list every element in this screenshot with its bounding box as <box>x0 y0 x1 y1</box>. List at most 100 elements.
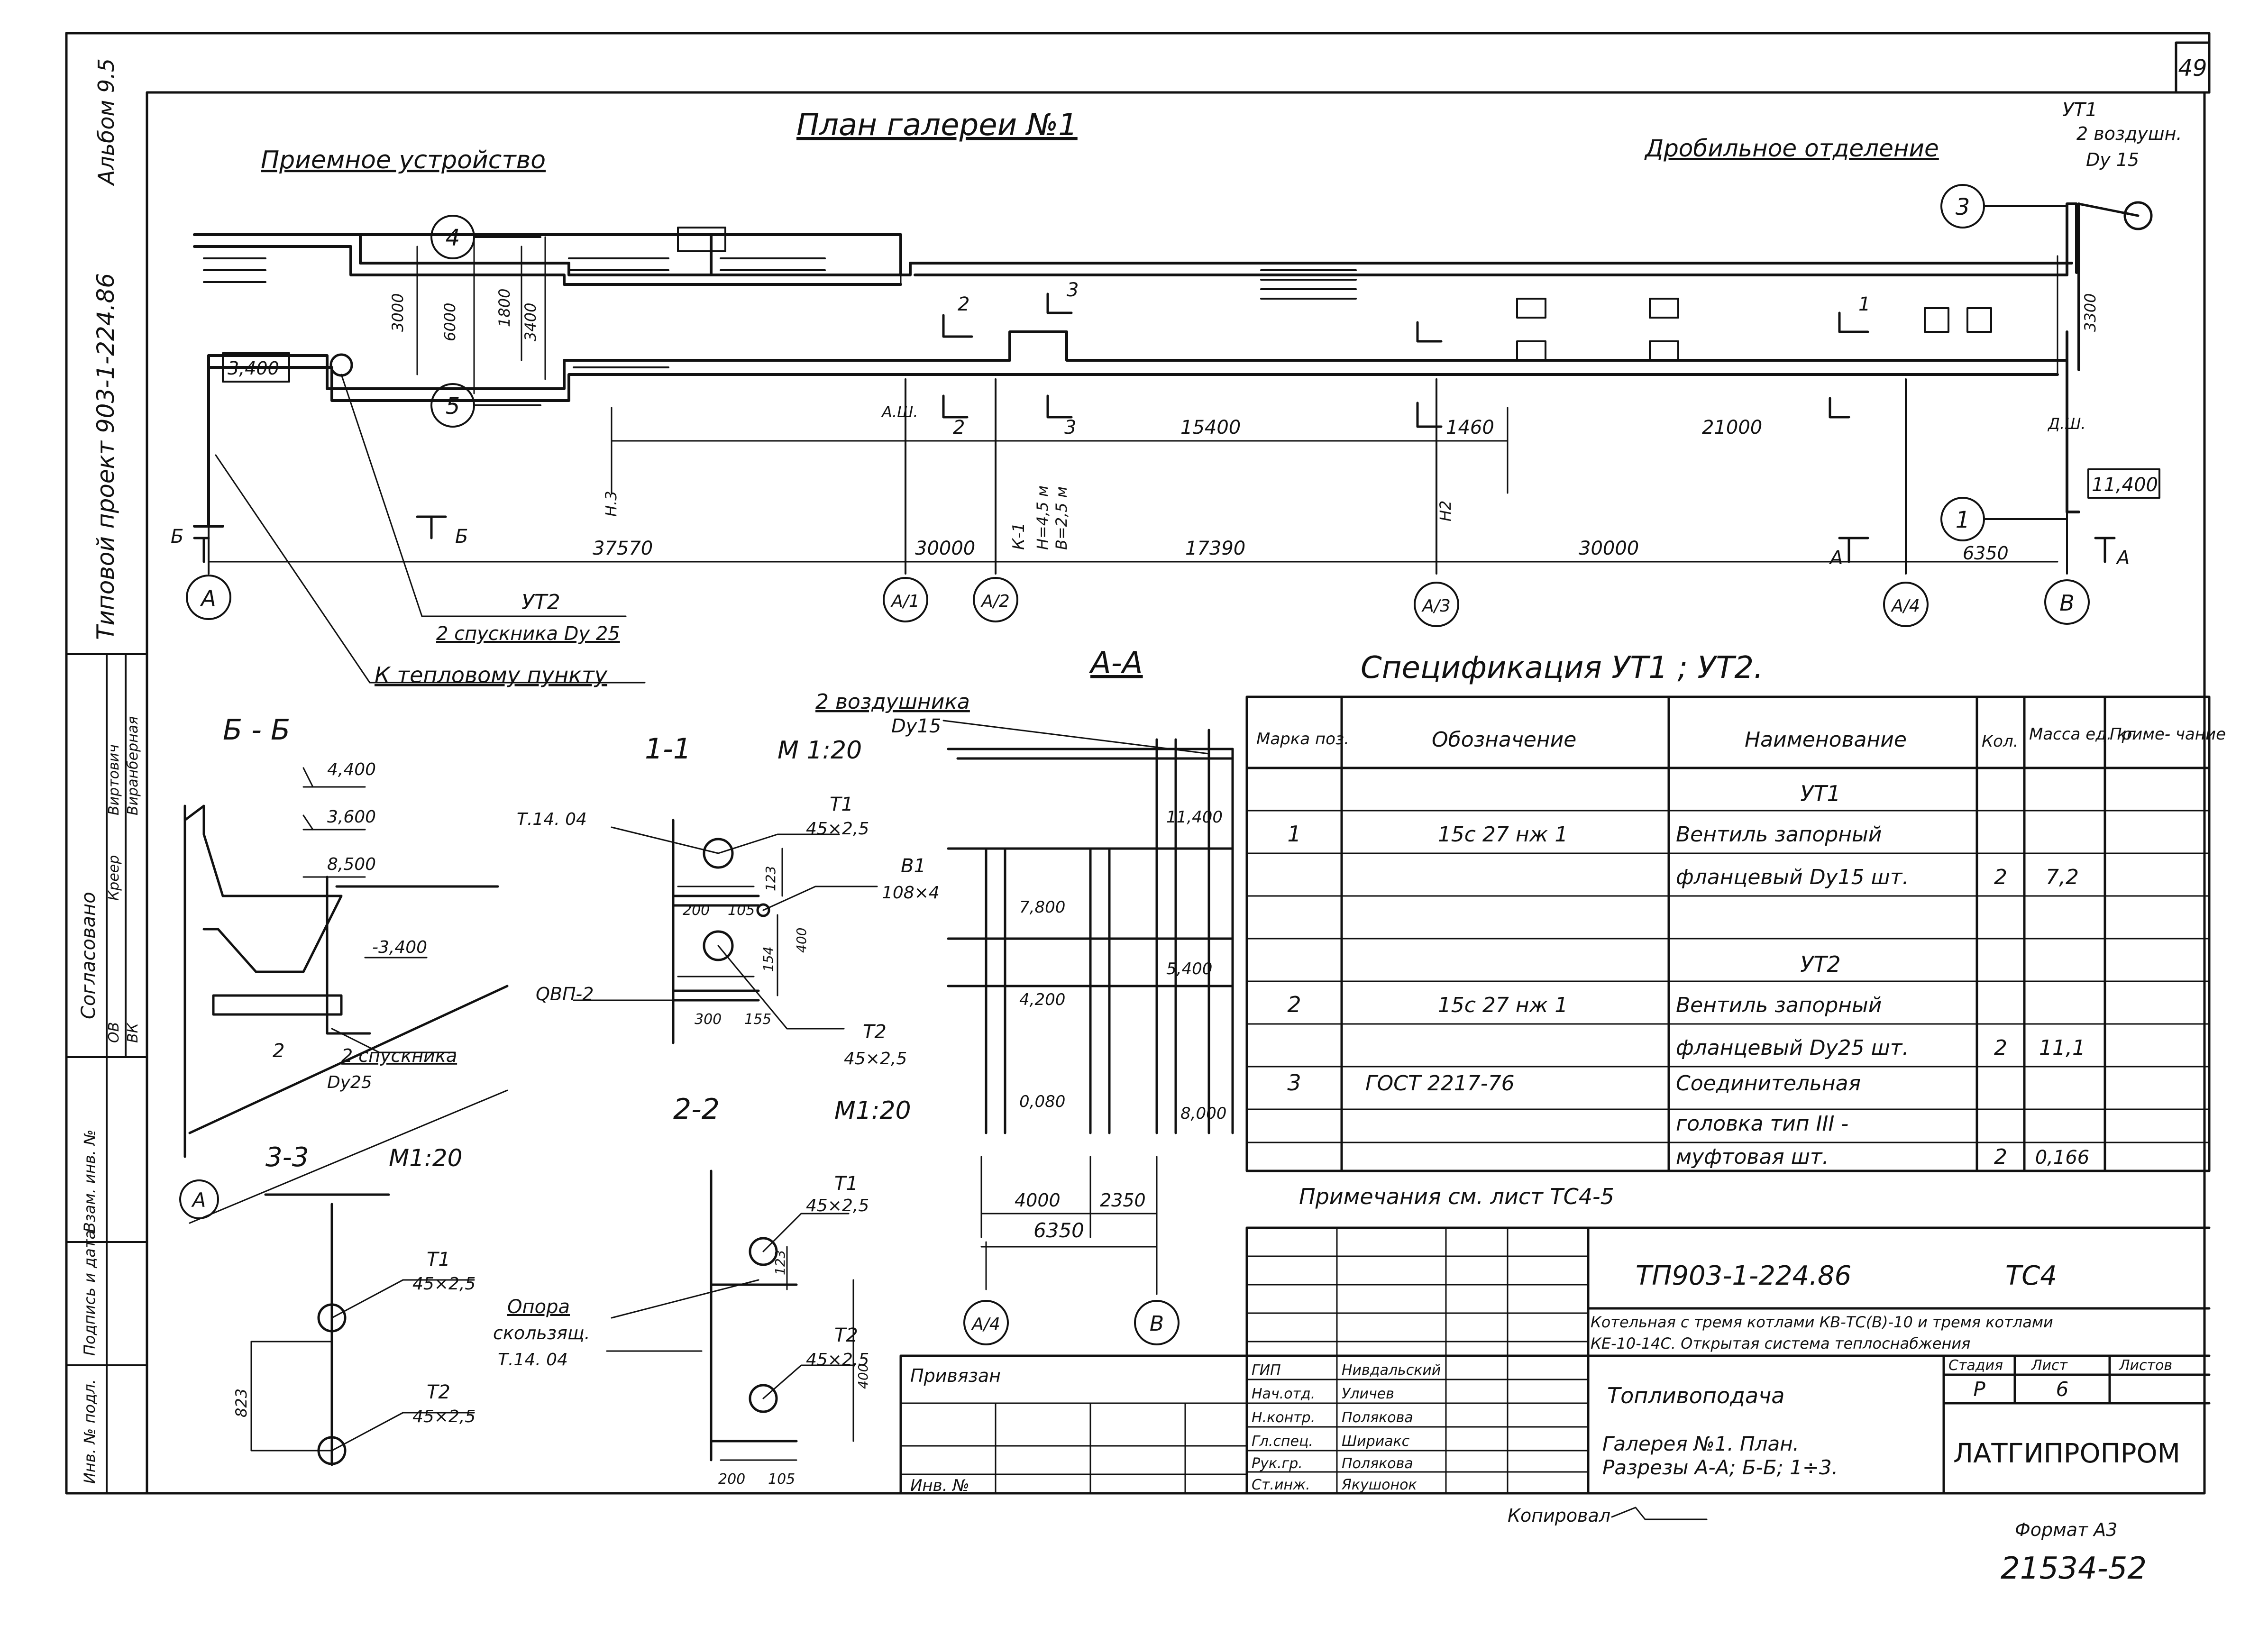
inv-orig-label: Инв. № подл. <box>81 1379 99 1484</box>
s11-t2: Т2 <box>863 1021 887 1043</box>
spec-note: Примечания см. лист ТС4-5 <box>1299 1184 1614 1209</box>
section-22-scale: М1:20 <box>834 1096 911 1125</box>
sheet-frame <box>65 32 2211 1495</box>
level-left-box <box>222 352 290 383</box>
section-33-title: 3-3 <box>265 1142 309 1173</box>
aa-level-4: 4,200 <box>1019 990 1065 1009</box>
s22-dim-200: 200 <box>718 1471 745 1488</box>
spec-r2-mass: 11,1 <box>2039 1036 2085 1060</box>
aa-level-6: 8,000 <box>1180 1104 1226 1123</box>
strip-code-2: ВК <box>125 1022 141 1043</box>
sign-date-label: Подпись и дата <box>81 1230 99 1356</box>
aa-dim-6350: 6350 <box>1033 1219 1084 1242</box>
section-11: 1-1 М 1:20 Т.14. 04 Т1 45×2,5 В1 108×4 Т… <box>517 732 940 1069</box>
h3-label: Н.3 <box>602 491 620 517</box>
ut1-label: УТ1 <box>2062 99 2097 121</box>
bb-level-2: 3,600 <box>327 807 376 827</box>
tb-role-3: Н.контр. <box>1252 1409 1315 1426</box>
agreed-label: Согласовано <box>78 892 100 1019</box>
bb-note-2: 2 <box>273 1040 284 1062</box>
section-22: 2-2 М1:20 Т1 45×2,5 Т2 45×2,5 Опора скол… <box>493 1093 911 1488</box>
s11-dim-400: 400 <box>794 928 809 953</box>
sheet-number: 49 <box>2178 55 2207 82</box>
plan-title: План галереи №1 <box>796 108 1078 143</box>
section-aa-title: А-А <box>1088 646 1143 681</box>
s22-t1: Т1 <box>834 1173 858 1195</box>
dim-17390: 17390 <box>1185 538 1245 559</box>
s22-support-code: Т.14. 04 <box>498 1350 568 1370</box>
spec-r2-des: 15с 27 нж 1 <box>1438 993 1568 1017</box>
tb-name-4: Шириакс <box>1342 1433 1410 1450</box>
section-22-title: 2-2 <box>673 1093 720 1126</box>
tb-role-1: ГИП <box>1252 1362 1281 1379</box>
s33-t1-size: 45×2,5 <box>412 1274 476 1294</box>
sec-mark-b1: Б <box>171 526 183 548</box>
s11-dim-200: 200 <box>683 902 710 919</box>
spec-r1-mark: 1 <box>1287 821 1301 847</box>
stamp-number: 21534-52 <box>2001 1551 2147 1586</box>
project-label: Типовой проект 903-1-224.86 <box>92 273 119 640</box>
sec-mark-3a: 3 <box>1067 279 1079 301</box>
aa-axis-a4: А/4 <box>971 1315 1000 1334</box>
tb-role-2: Нач.отд. <box>1252 1386 1315 1402</box>
dim-small-1800: 1800 <box>495 289 513 327</box>
tb-role-6: Ст.инж. <box>1252 1477 1310 1493</box>
specification: Спецификация УТ1 ; УТ2. Марка поз. Обозн… <box>1245 650 2226 1209</box>
heat-point-label: К тепловому пункту <box>375 662 608 688</box>
sec-mark-2a: 2 <box>958 293 969 315</box>
s22-t1-size: 45×2,5 <box>806 1196 869 1215</box>
spec-r2-mark: 2 <box>1287 992 1301 1017</box>
dim-6350: 6350 <box>1963 543 2009 564</box>
dim-21000: 21000 <box>1702 417 1762 438</box>
copied-label: Копировал <box>1508 1505 1610 1526</box>
tb-name-5: Полякова <box>1342 1455 1413 1472</box>
aa-dim-4000: 4000 <box>1015 1190 1061 1211</box>
level-right: 11,400 <box>2092 474 2158 496</box>
dim-30000-a: 30000 <box>915 538 975 559</box>
axis-a: А <box>200 585 216 611</box>
s11-b1: В1 <box>901 855 926 877</box>
tb-inv-label: Инв. № <box>910 1476 969 1495</box>
spec-r1-name1: Вентиль запорный <box>1676 822 1882 847</box>
sec-mark-2b: 2 <box>953 417 965 438</box>
k1-b: В=2,5 м <box>1052 486 1070 550</box>
axis-a1: А/1 <box>890 592 920 611</box>
dim-37570: 37570 <box>593 538 653 559</box>
section-11-scale: М 1:20 <box>777 736 862 765</box>
axis-v: В <box>2059 590 2075 616</box>
spec-r3-des: ГОСТ 2217-76 <box>1365 1071 1515 1096</box>
tb-desc-1: Котельная с тремя котлами КВ-ТС(В)-10 и … <box>1591 1313 2053 1331</box>
sec-mark-a1: А <box>1829 547 1843 569</box>
section-33-scale: М1:20 <box>389 1144 462 1172</box>
title-block: ТП903-1-224.86 ТС4 Котельная с тремя кот… <box>899 1226 2211 1495</box>
tb-desc-2: КЕ-10-14С. Открытая система теплоснабжен… <box>1591 1334 1970 1352</box>
s33-t1: Т1 <box>427 1249 450 1270</box>
tb-role-4: Гл.спец. <box>1252 1433 1313 1450</box>
spec-h-mass: Масса ед. кг <box>2029 725 2136 744</box>
level-left: 3,400 <box>228 358 279 379</box>
s11-t14: Т.14. 04 <box>517 810 587 829</box>
receiving-device-label: Приемное устройство <box>261 146 546 174</box>
callout-4: 4 <box>446 225 460 251</box>
bb-level-4: -3,400 <box>372 938 427 957</box>
bb-level-1: 4,400 <box>327 760 376 779</box>
s22-dim-105: 105 <box>768 1471 795 1488</box>
callout-3: 3 <box>1956 194 1970 220</box>
tb-name-2: Уличев <box>1342 1386 1394 1402</box>
strip-code-1: ОВ <box>106 1022 122 1043</box>
spec-r1-qty: 2 <box>1994 865 2007 889</box>
album-label: Альбом 9.5 <box>93 58 119 186</box>
tb-sheets-label: Листов <box>2119 1357 2172 1374</box>
left-strip: Альбом 9.5 Типовой проект 903-1-224.86 С… <box>65 58 148 1494</box>
crushing-dept-label: Дробильное отделение <box>1644 135 1939 162</box>
sec-mark-1a: 1 <box>1858 293 1870 315</box>
s11-dim-154: 154 <box>760 947 776 972</box>
section-11-title: 1-1 <box>645 732 691 766</box>
s33-t2: Т2 <box>427 1381 450 1403</box>
spec-r3-mass: 0,166 <box>2035 1147 2090 1169</box>
dim-15400: 15400 <box>1180 417 1241 438</box>
strip-col-2: Виртович <box>106 744 122 815</box>
s11-dim-300: 300 <box>695 1011 722 1028</box>
tb-stage-label: Стадия <box>1948 1357 2003 1374</box>
spec-h-mark: Марка поз. <box>1256 730 1349 749</box>
